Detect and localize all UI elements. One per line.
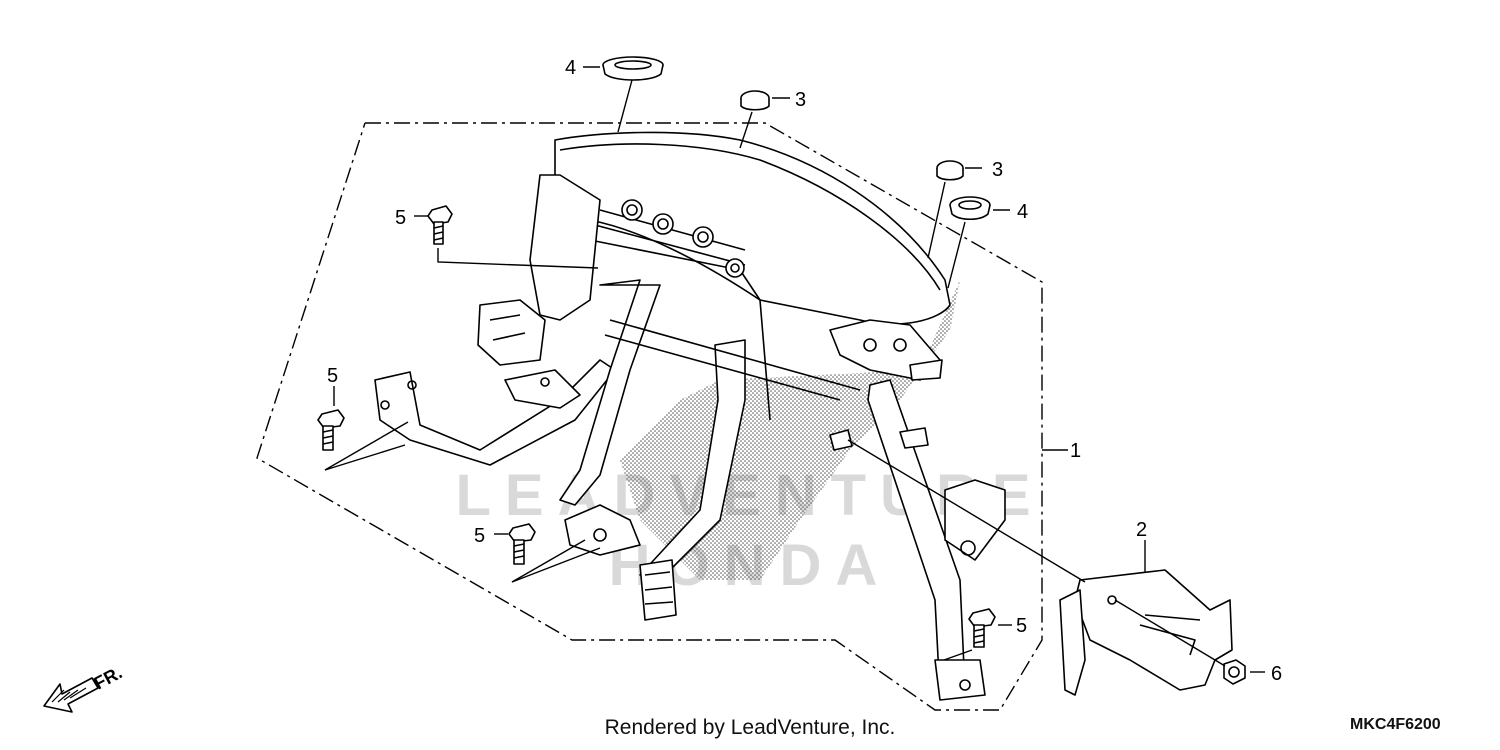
callout-3b: 3 <box>992 159 1003 181</box>
rubber-mount-part-4a[interactable] <box>602 56 664 81</box>
front-direction-arrow-icon: FR. <box>43 662 125 713</box>
bracket-part-2[interactable] <box>1059 569 1233 696</box>
callout-1: 1 <box>1070 440 1081 462</box>
nut-part-6[interactable] <box>1223 659 1246 685</box>
bolt-part-5a[interactable] <box>427 205 453 245</box>
callout-6: 6 <box>1271 663 1282 685</box>
callout-4a: 4 <box>565 57 576 79</box>
bolt-part-5b[interactable] <box>317 409 345 451</box>
callout-5c: 5 <box>474 525 485 547</box>
render-credit: Rendered by LeadVenture, Inc. <box>604 716 896 739</box>
bolt-part-5c[interactable] <box>508 523 536 565</box>
callout-5d: 5 <box>1016 615 1027 637</box>
callout-5a: 5 <box>395 207 406 229</box>
grommet-part-3a[interactable] <box>740 90 770 111</box>
assembly-boundary <box>256 122 1043 711</box>
rubber-mount-part-4b[interactable] <box>949 196 991 221</box>
grommet-part-3b[interactable] <box>936 160 964 181</box>
meter-panel-assembly[interactable] <box>547 131 951 381</box>
callout-2: 2 <box>1136 519 1147 541</box>
callout-4b: 4 <box>1017 201 1028 223</box>
callout-5b: 5 <box>327 365 338 387</box>
diagram-code: MKC4F6200 <box>1350 716 1441 733</box>
leader-lines <box>324 66 1265 673</box>
callout-3a: 3 <box>795 89 806 111</box>
bolt-part-5d[interactable] <box>968 608 996 648</box>
meter-stay-frame[interactable] <box>374 174 1006 701</box>
